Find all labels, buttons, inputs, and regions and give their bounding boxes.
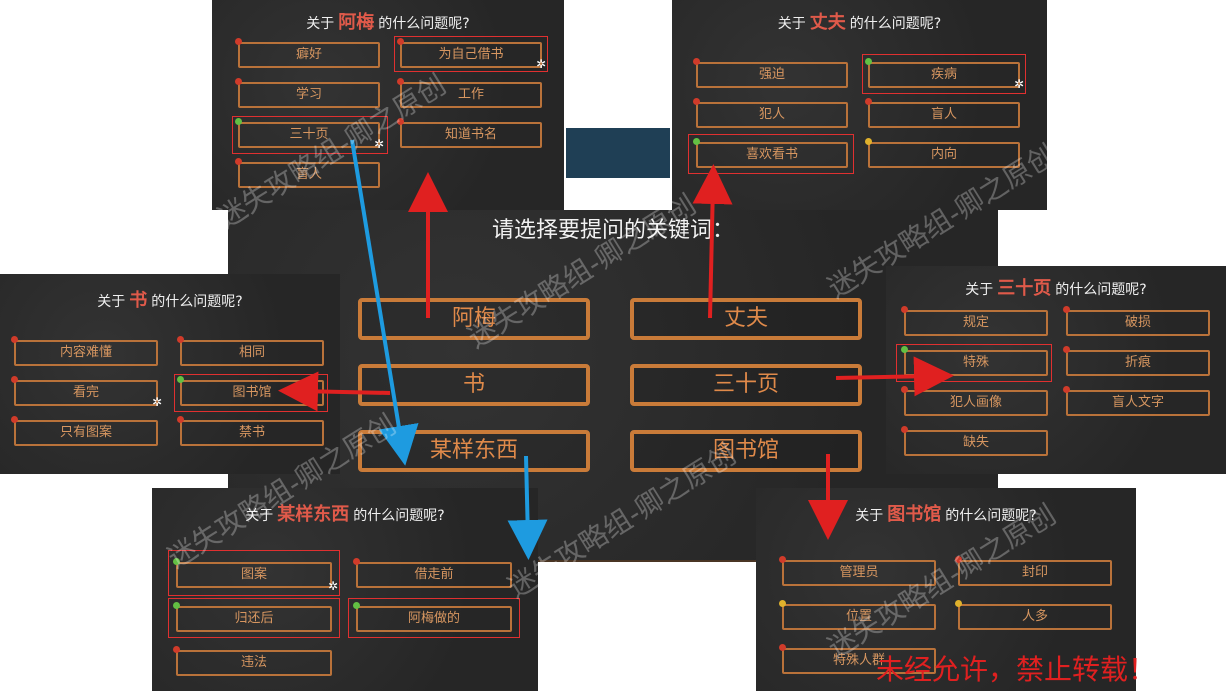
highlight-box xyxy=(394,36,548,72)
option-rule[interactable]: 规定 xyxy=(901,306,1048,336)
bug-icon: ✲ xyxy=(536,57,547,71)
option-blind[interactable]: 盲人 xyxy=(865,98,1020,128)
bug-icon: ✲ xyxy=(328,579,339,593)
option-librarian[interactable]: 管理员 xyxy=(779,556,936,586)
panel-amei: 关于阿梅的什么问题呢? 癖好 为自己借书 ✲ 学习 工作 三十页 ✲ 知道书名 … xyxy=(212,0,564,210)
option-special[interactable]: 特殊 xyxy=(901,346,1048,376)
keyword-button-husband[interactable]: 丈夫 xyxy=(630,298,862,340)
keyword-button-library[interactable]: 图书馆 xyxy=(630,430,862,472)
panel-keyword: 三十页 xyxy=(997,278,1052,299)
panel-title-library: 关于图书馆的什么问题呢? xyxy=(855,504,1037,525)
panel-something: 关于某样东西的什么问题呢? 图案 ✲ 借走前 归还后 阿梅做的 违法 xyxy=(152,488,538,691)
option-hobby[interactable]: 癖好 xyxy=(235,38,380,68)
copyright-notice: 未经允许，禁止转载！ xyxy=(876,653,1157,686)
option-know-title[interactable]: 知道书名 xyxy=(397,118,542,148)
option-before-borrowing[interactable]: 借走前 xyxy=(353,558,512,588)
option-banned-book[interactable]: 禁书 xyxy=(177,416,324,446)
highlight-box xyxy=(896,344,1052,382)
option-illegal[interactable]: 违法 xyxy=(173,646,332,676)
panel-title-book: 关于书的什么问题呢? xyxy=(97,290,243,311)
option-force[interactable]: 强迫 xyxy=(693,58,848,88)
keyword-button-book[interactable]: 书 xyxy=(358,364,590,406)
bug-icon: ✲ xyxy=(1014,77,1025,91)
panel-husband: 关于丈夫的什么问题呢? 强迫 疾病 ✲ 犯人 盲人 喜欢看书 内向 xyxy=(672,0,1047,210)
bug-icon: ✲ xyxy=(374,137,385,151)
highlight-box xyxy=(232,116,388,154)
panel-keyword: 书 xyxy=(129,290,148,311)
bug-icon: ✲ xyxy=(152,395,163,409)
highlight-box xyxy=(174,374,328,412)
panel-keyword: 某样东西 xyxy=(277,504,350,525)
highlight-box xyxy=(688,134,854,174)
option-braille[interactable]: 盲人文字 xyxy=(1063,386,1210,416)
highlight-box xyxy=(348,598,520,638)
panel-keyword: 丈夫 xyxy=(809,12,846,33)
option-study[interactable]: 学习 xyxy=(235,78,380,108)
option-seal[interactable]: 封印 xyxy=(955,556,1112,586)
highlight-box xyxy=(168,598,340,638)
panel-page30: 关于三十页的什么问题呢? 规定 破损 特殊 折痕 犯人画像 盲人文字 缺失 xyxy=(886,266,1226,474)
option-location[interactable]: 位置 xyxy=(779,600,936,630)
option-page30[interactable]: 三十页 xyxy=(235,118,380,148)
option-likes-reading[interactable]: 喜欢看书 xyxy=(693,138,848,168)
option-hard-to-understand[interactable]: 内容难懂 xyxy=(11,336,158,366)
option-introvert[interactable]: 内向 xyxy=(865,138,1020,168)
option-made-by-amei[interactable]: 阿梅做的 xyxy=(353,602,512,632)
panel-book: 关于书的什么问题呢? 内容难懂 相同 看完 ✲ 图书馆 只有图案 禁书 xyxy=(0,274,340,474)
panel-title-amei: 关于阿梅的什么问题呢? xyxy=(306,12,470,33)
panel-keyword: 阿梅 xyxy=(338,12,375,33)
option-criminal[interactable]: 犯人 xyxy=(693,98,848,128)
option-finished[interactable]: 看完 xyxy=(11,376,158,406)
keyword-button-page30[interactable]: 三十页 xyxy=(630,364,862,406)
option-work[interactable]: 工作 xyxy=(397,78,542,108)
keyword-button-amei[interactable]: 阿梅 xyxy=(358,298,590,340)
option-crowded[interactable]: 人多 xyxy=(955,600,1112,630)
option-criminal-portrait[interactable]: 犯人画像 xyxy=(901,386,1048,416)
option-disease[interactable]: 疾病 xyxy=(865,58,1020,88)
option-special-people[interactable]: 特殊人群 xyxy=(779,644,936,674)
highlight-box xyxy=(168,550,340,596)
panel-keyword: 图书馆 xyxy=(887,504,942,525)
option-pattern[interactable]: 图案 xyxy=(173,558,332,588)
option-after-return[interactable]: 归还后 xyxy=(173,602,332,632)
panel-title-page30: 关于三十页的什么问题呢? xyxy=(965,278,1147,299)
option-same[interactable]: 相同 xyxy=(177,336,324,366)
keyword-button-something[interactable]: 某样东西 xyxy=(358,430,590,472)
option-only-pictures[interactable]: 只有图案 xyxy=(11,416,158,446)
option-missing[interactable]: 缺失 xyxy=(901,426,1048,456)
option-blind[interactable]: 盲人 xyxy=(235,158,380,188)
panel-title-something: 关于某样东西的什么问题呢? xyxy=(245,504,445,525)
panel-title-husband: 关于丈夫的什么问题呢? xyxy=(777,12,942,33)
option-crease[interactable]: 折痕 xyxy=(1063,346,1210,376)
highlight-box xyxy=(862,54,1026,94)
background-window xyxy=(566,128,670,178)
option-borrow-for-self[interactable]: 为自己借书 xyxy=(397,38,542,68)
keyword-prompt: 请选择要提问的关键词： xyxy=(491,218,734,243)
option-damaged[interactable]: 破损 xyxy=(1063,306,1210,336)
